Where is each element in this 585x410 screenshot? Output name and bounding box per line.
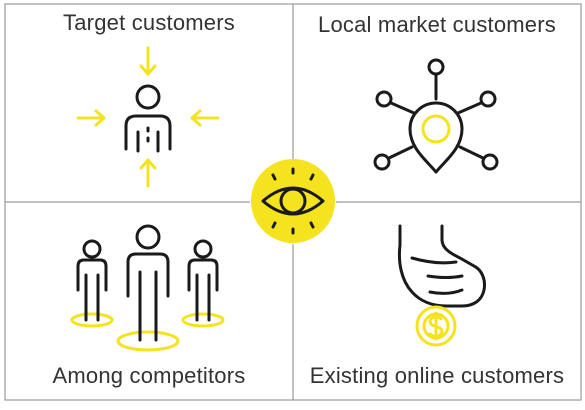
person-target-icon [76,46,220,188]
label-local-market-customers: Local market customers [318,12,556,37]
label-among-competitors: Among competitors [52,363,246,388]
target-arrows [76,46,220,188]
eye-icon [251,159,335,243]
competitors-people-icon [70,224,225,352]
hand-coin-icon [397,224,486,347]
label-existing-online-customers: Existing online customers [309,363,565,388]
label-target-customers: Target customers [63,10,235,35]
location-network-icon [373,58,499,174]
